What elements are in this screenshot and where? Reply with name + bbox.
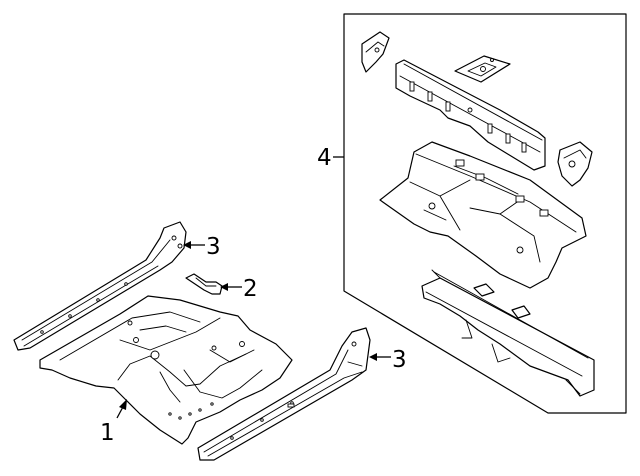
callout-3-left-number: 3: [206, 234, 221, 260]
corner-bracket-left: [361, 31, 390, 73]
corner-bracket-right: [557, 141, 593, 187]
bracket: [185, 273, 223, 295]
callout-1-number: 1: [100, 420, 115, 446]
callout-2: 2: [220, 276, 258, 302]
callout-2-number: 2: [243, 276, 258, 302]
callout-4-number: 4: [317, 145, 332, 171]
cross-member: [395, 59, 546, 171]
callout-3-left: 3: [183, 234, 221, 260]
rear-sill: [421, 269, 595, 397]
floor-pan: [39, 295, 293, 445]
rear-floor-group-frame: [333, 13, 627, 414]
callout-3-right: 3: [369, 347, 407, 373]
callout-1: 1: [100, 399, 127, 446]
callout-3-right-number: 3: [392, 347, 407, 373]
rocker-panel-right: [197, 327, 371, 461]
rear-floor-pan: [379, 141, 587, 289]
rocker-panel-left: [13, 221, 187, 351]
callout-4: 4: [317, 145, 332, 171]
small-plate: [454, 55, 511, 83]
